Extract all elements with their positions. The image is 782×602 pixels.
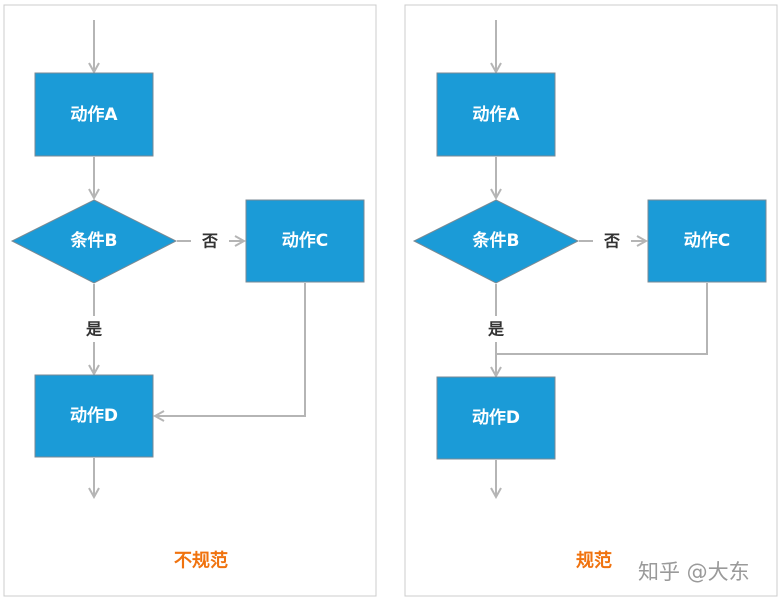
left-edge-c-to-d bbox=[155, 283, 306, 416]
left-node-action-a-label: 动作A bbox=[70, 104, 118, 125]
right-edge-c-merge bbox=[496, 283, 708, 355]
right-caption: 规范 bbox=[576, 550, 612, 572]
right-node-action-c-label: 动作C bbox=[684, 230, 730, 251]
right-no-label: 否 bbox=[603, 232, 620, 251]
right-node-action-a-label: 动作A bbox=[472, 104, 520, 125]
left-node-condition-b-label: 条件B bbox=[70, 230, 118, 251]
right-panel: 动作A 条件B 动作C 动作D 否 是 规范 bbox=[404, 4, 778, 597]
left-node-action-a: 动作A bbox=[34, 72, 154, 157]
right-node-condition-b-label: 条件B bbox=[472, 230, 520, 251]
right-node-condition-b: 条件B bbox=[412, 199, 580, 284]
left-node-condition-b: 条件B bbox=[10, 199, 178, 284]
left-node-action-c-label: 动作C bbox=[282, 230, 328, 251]
right-yes-label: 是 bbox=[487, 320, 504, 339]
left-no-label: 否 bbox=[201, 232, 218, 251]
left-node-action-d: 动作D bbox=[34, 374, 154, 458]
watermark: 知乎 @大东 bbox=[638, 560, 750, 584]
right-node-action-d: 动作D bbox=[436, 376, 556, 460]
right-node-action-c: 动作C bbox=[647, 199, 767, 283]
left-node-action-d-label: 动作D bbox=[70, 405, 118, 426]
right-node-action-a: 动作A bbox=[436, 72, 556, 157]
right-node-action-d-label: 动作D bbox=[472, 407, 520, 428]
left-yes-label: 是 bbox=[85, 320, 102, 339]
left-node-action-c: 动作C bbox=[245, 199, 365, 283]
left-panel: 动作A 条件B 动作C 动作D 否 是 不规范 bbox=[3, 4, 377, 597]
left-caption: 不规范 bbox=[174, 550, 228, 572]
